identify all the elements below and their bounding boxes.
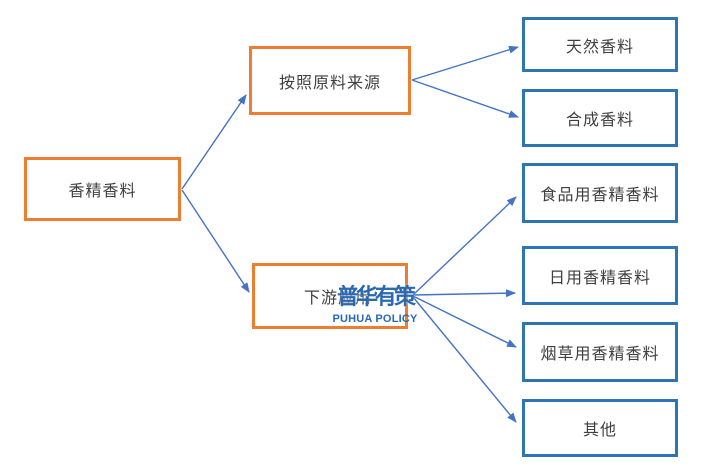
connector-arrow-downstream-tobacco	[412, 295, 517, 348]
connector-arrow-main-downstream	[181, 189, 250, 293]
node-natural-fragrance-label: 天然香料	[565, 38, 634, 56]
connector-arrow-downstream-daily	[412, 289, 516, 298]
node-daily-use-flavor: 日用香精香料	[522, 246, 678, 305]
connector-arrow-source-natural	[411, 45, 519, 81]
connector-arrow-downstream-food	[412, 196, 517, 296]
node-main: 香精香料	[24, 157, 181, 221]
node-downstream-application-label: 下游应用	[304, 290, 373, 307]
node-tobacco-flavor: 烟草用香精香料	[522, 322, 678, 382]
node-downstream-application: 下游应用	[252, 263, 408, 329]
node-food-flavor-label: 食品用香精香料	[540, 187, 660, 204]
node-raw-material-source: 按照原料来源	[249, 46, 411, 115]
node-daily-use-flavor-label: 日用香精香料	[548, 269, 651, 287]
connector-arrow-downstream-other	[412, 296, 517, 423]
node-food-flavor: 食品用香精香料	[522, 163, 678, 223]
node-other: 其他	[522, 399, 678, 457]
connector-arrow-main-by-source	[181, 94, 247, 190]
node-tobacco-flavor-label: 烟草用香精香料	[540, 346, 660, 363]
connector-arrow-source-synthetic	[411, 79, 519, 118]
node-synthetic-fragrance: 合成香料	[522, 89, 678, 147]
node-natural-fragrance: 天然香料	[522, 17, 678, 72]
node-main-label: 香精香料	[68, 183, 137, 200]
node-raw-material-source-label: 按照原料来源	[278, 74, 381, 92]
node-synthetic-fragrance-label: 合成香料	[565, 112, 634, 129]
node-other-label: 其他	[582, 422, 617, 439]
